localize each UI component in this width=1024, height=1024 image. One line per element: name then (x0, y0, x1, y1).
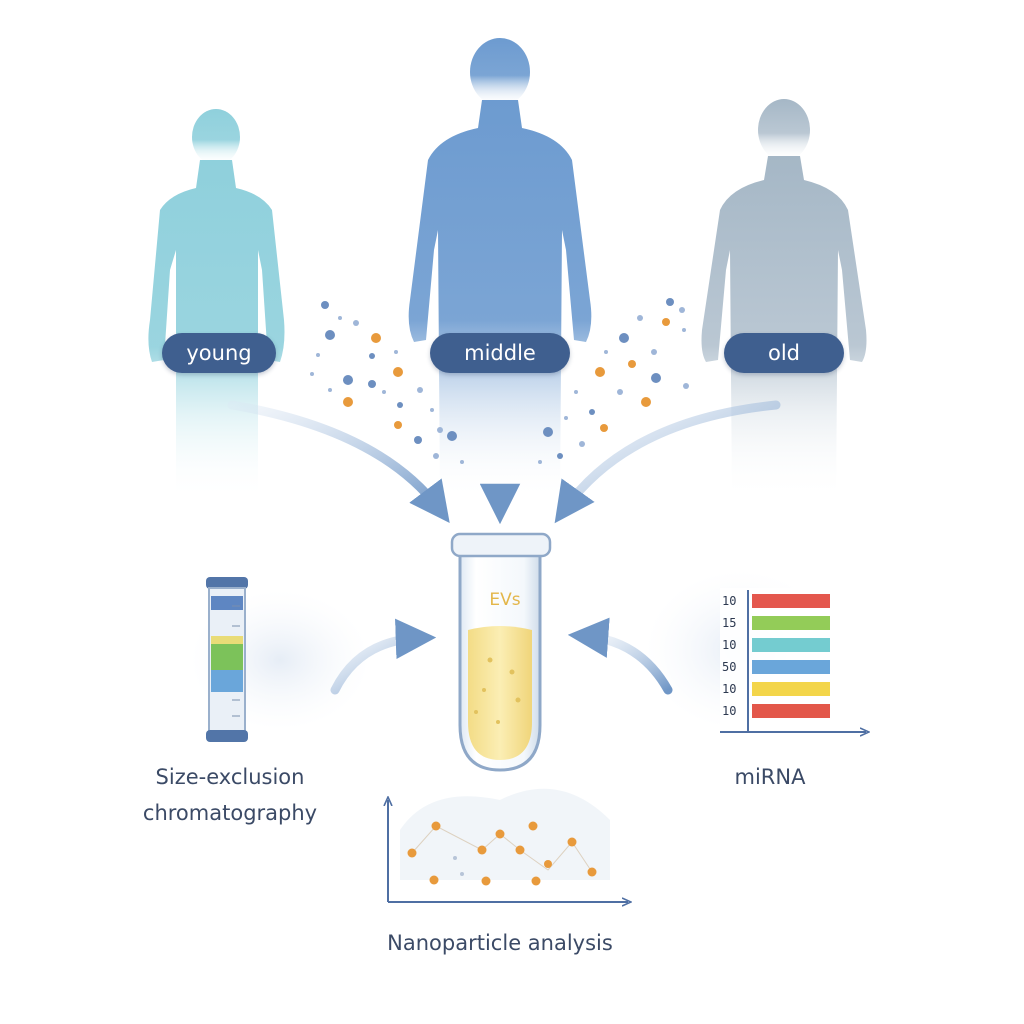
mirna-tick-label: 10 (722, 594, 737, 608)
group-label-middle: middle (430, 333, 570, 373)
ev-particles-left (310, 301, 464, 464)
tube-cap (450, 532, 552, 558)
arrow-young-to-tube (227, 400, 450, 523)
mirna-band (752, 616, 830, 630)
mirna-chart (720, 588, 866, 732)
nta-background-glow (400, 788, 610, 880)
mirna-band (752, 638, 830, 652)
nta-caption: Nanoparticle analysis (387, 931, 613, 955)
ev-test-tube (450, 532, 552, 772)
mirna-tick-label: 10 (722, 638, 737, 652)
nta-plot (388, 800, 628, 902)
ev-particles-right (538, 298, 689, 464)
group-label-old: old (724, 333, 844, 373)
middle-person-silhouette (408, 38, 592, 500)
mirna-band (752, 682, 830, 696)
mirna-tick-label: 50 (722, 660, 737, 674)
mirna-tick-label: 10 (722, 704, 737, 718)
nta-particles (407, 821, 597, 886)
mirna-caption: miRNA (734, 765, 806, 789)
mirna-band (752, 660, 830, 674)
arrow-old-to-tube (554, 400, 781, 524)
tube-label: EVs (489, 590, 521, 610)
sec-column (206, 577, 248, 742)
mirna-band (752, 594, 830, 608)
sec-caption-line2: chromatography (142, 801, 318, 825)
group-label-young: young (162, 333, 276, 373)
mirna-band (752, 704, 830, 718)
arrow-mirna-to-tube (567, 617, 673, 695)
mirna-bands (752, 594, 830, 718)
mirna-tick-label: 15 (722, 616, 737, 630)
old-person-silhouette (701, 99, 867, 500)
sec-caption-line1: Size-exclusion (155, 765, 305, 789)
ev-liquid (468, 626, 532, 760)
mirna-tick-label: 10 (722, 682, 737, 696)
arrow-sec-to-tube (330, 618, 437, 695)
young-person-silhouette (148, 109, 285, 500)
